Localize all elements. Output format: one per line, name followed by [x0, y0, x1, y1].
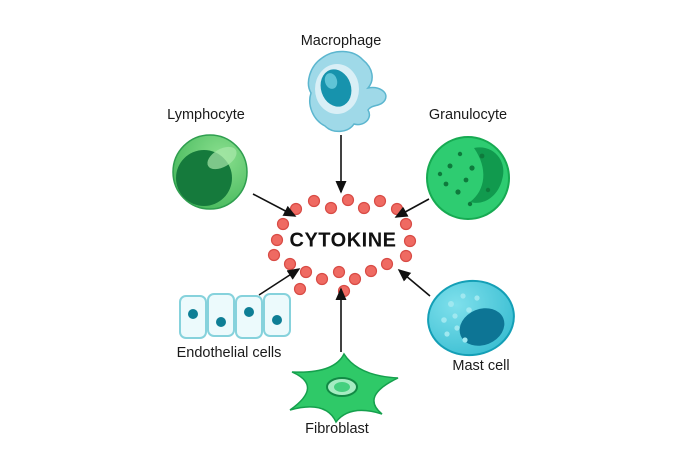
label-granulocyte: Granulocyte — [428, 107, 508, 123]
macrophage-nucleus-highlight — [324, 73, 338, 89]
macrophage-cell — [307, 50, 387, 133]
label-macrophage: Macrophage — [300, 33, 382, 49]
arrow-mast — [397, 268, 431, 297]
lymphocyte-cell — [172, 134, 248, 210]
label-endothelial: Endothelial cells — [176, 345, 282, 361]
arrows — [252, 135, 431, 352]
arrow-granulocyte — [394, 198, 430, 218]
label-fibroblast: Fibroblast — [305, 421, 369, 437]
arrow-endothelial — [258, 268, 301, 296]
mast-cell — [427, 279, 515, 357]
fibroblast-cell — [289, 352, 399, 424]
arrow-lymphocyte — [252, 193, 297, 217]
granulocyte-cell — [426, 136, 510, 220]
lymphocyte-highlight — [207, 146, 237, 170]
label-mast: Mast cell — [452, 358, 510, 374]
endothelial-cells — [179, 293, 291, 339]
label-lymphocyte: Lymphocyte — [167, 107, 245, 123]
cytokine-title: CYTOKINE — [289, 229, 397, 252]
